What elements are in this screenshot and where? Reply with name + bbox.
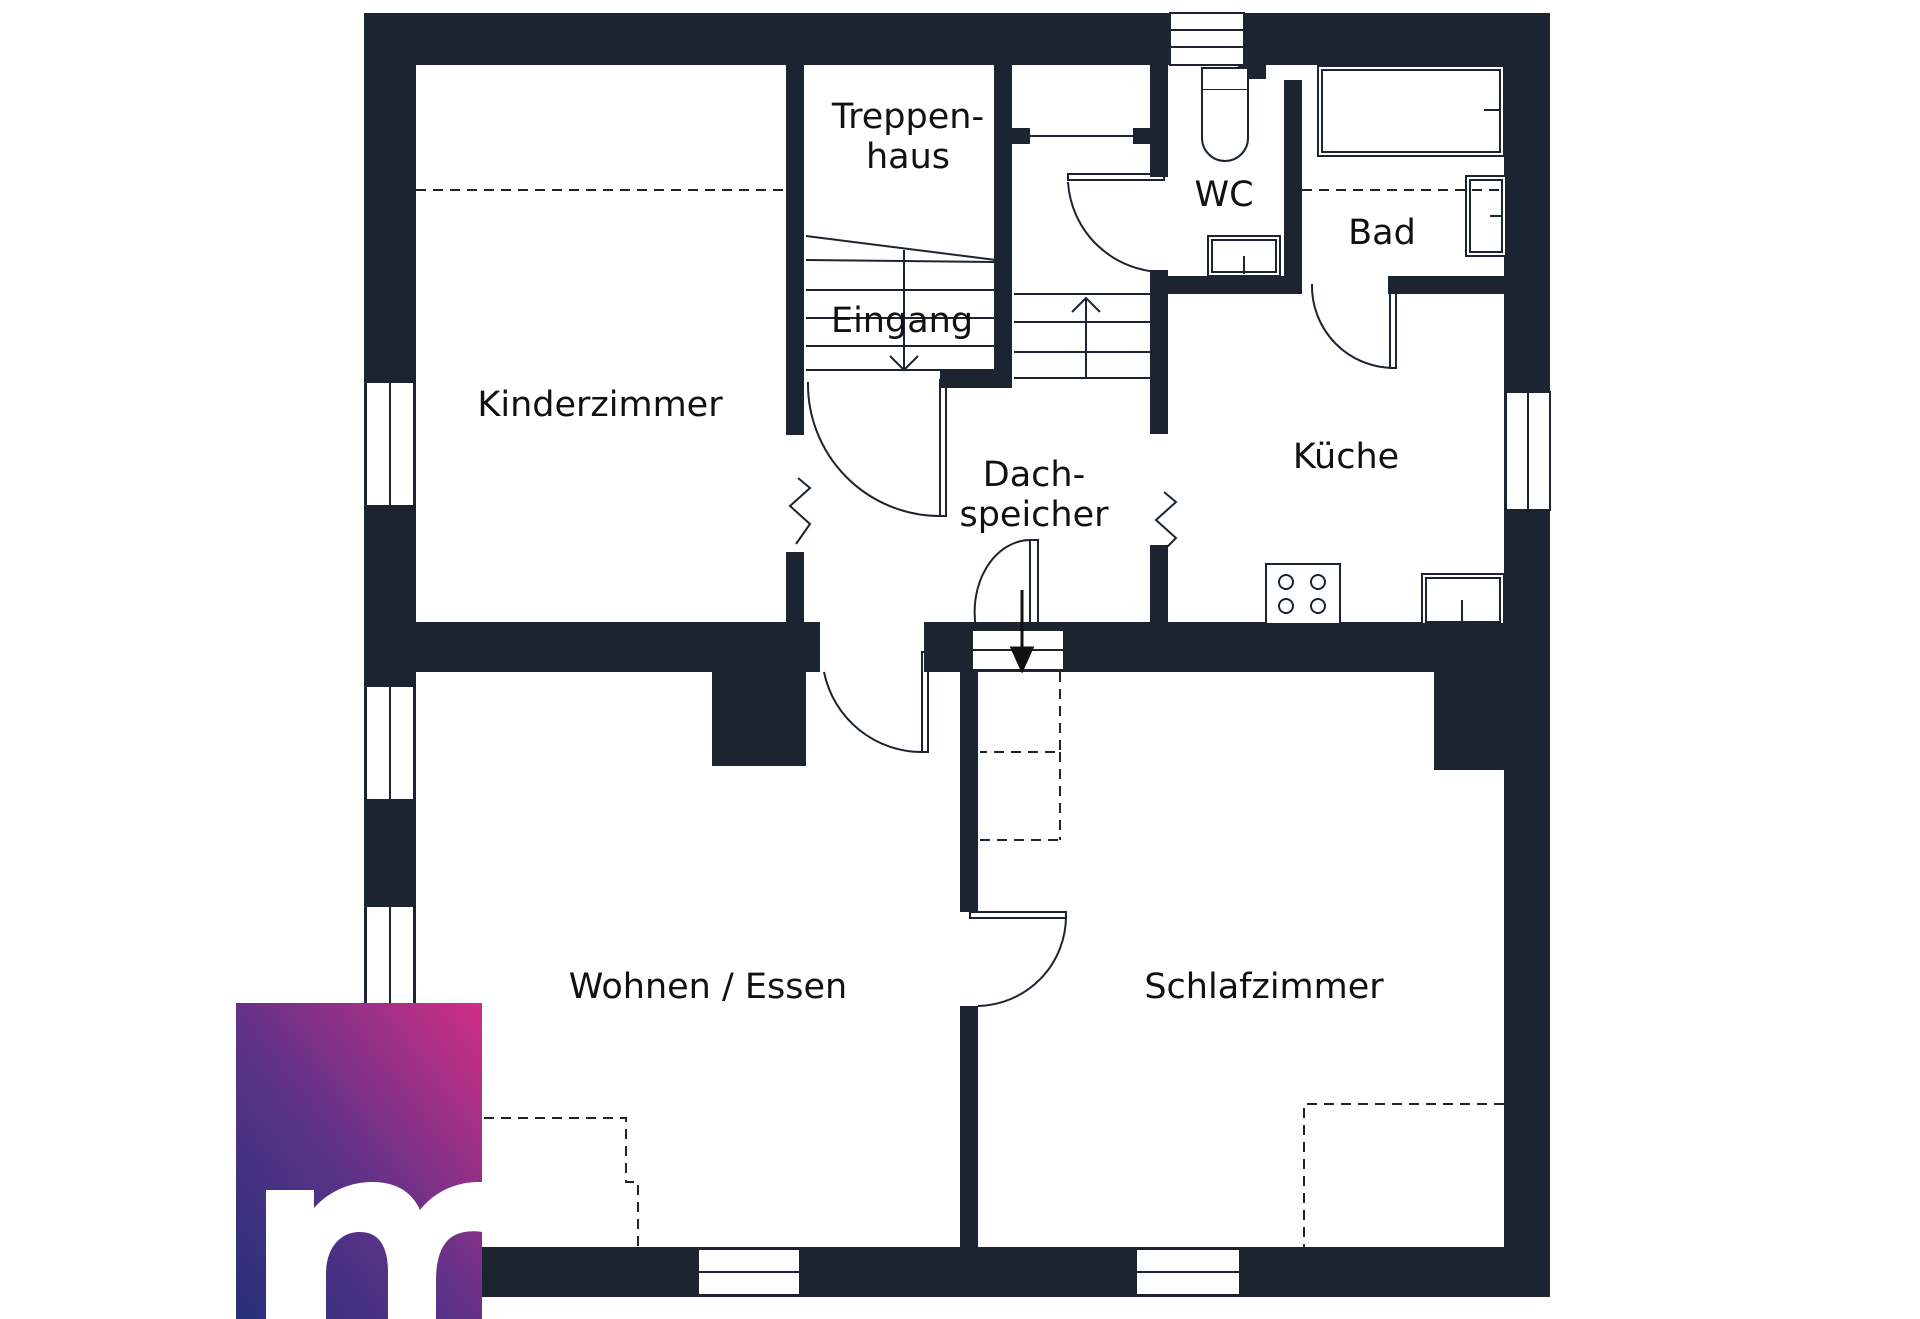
wall-corridor-wc-lower xyxy=(1150,270,1168,434)
stair-attic xyxy=(971,629,1065,671)
slope-attic-storage xyxy=(980,672,1061,753)
chimney-right xyxy=(1434,672,1504,770)
door-jamb-wc xyxy=(1010,128,1030,144)
door-bad xyxy=(1310,283,1397,369)
outer-wall-right xyxy=(1504,13,1550,1297)
bathtub-icon xyxy=(1317,65,1505,157)
window-wohnen-upper xyxy=(365,685,415,801)
wall-wohnen-schlafzimmer-lower xyxy=(960,1006,978,1248)
slope-lines xyxy=(416,189,1504,1248)
wall-kinderzimmer-right-upper xyxy=(786,65,804,435)
window-kueche xyxy=(1505,391,1551,511)
label-kinderzimmer: Kinderzimmer xyxy=(477,385,723,425)
logo-letter-m xyxy=(266,1182,482,1319)
label-eingang: Eingang xyxy=(831,301,973,341)
outer-wall-top-left xyxy=(364,13,1170,65)
door-eingang xyxy=(806,379,947,517)
label-wc: WC xyxy=(1194,175,1253,215)
stair-eingang xyxy=(805,235,997,372)
bad-sink-icon xyxy=(1465,175,1507,257)
wall-treppenhaus-right xyxy=(994,65,1012,387)
door-corridor-wc xyxy=(1067,173,1165,274)
window-wohnen-bottom xyxy=(697,1248,801,1296)
windows xyxy=(365,12,1551,1296)
wall-wc-bad xyxy=(1284,80,1302,280)
stair-corridor xyxy=(1014,293,1150,379)
brand-logo-icon xyxy=(236,1003,482,1319)
label-kueche: Küche xyxy=(1293,437,1399,477)
wall-wc-bottom xyxy=(1168,276,1302,294)
door-attic xyxy=(973,539,1039,629)
room-labels: Kinderzimmer Treppen- haus Eingang WC Ba… xyxy=(477,97,1415,1007)
outer-wall-bottom xyxy=(364,1247,1550,1297)
chimney-left xyxy=(712,672,806,766)
doors xyxy=(806,135,1397,1007)
window-kinderzimmer xyxy=(365,381,415,507)
label-dachspeicher-line1: Dach- xyxy=(983,455,1085,495)
wc-toilet-icon xyxy=(1201,67,1249,162)
wc-sink-icon xyxy=(1207,235,1281,277)
label-bad: Bad xyxy=(1348,213,1416,253)
door-wohnen xyxy=(823,651,929,754)
attic-access-arrow-icon xyxy=(1009,590,1035,674)
door-schlafzimmer xyxy=(969,911,1067,1007)
window-schlafzimmer-bottom xyxy=(1135,1248,1241,1296)
window-wohnen-lower xyxy=(365,905,415,1009)
slope-wohnen xyxy=(416,1117,639,1248)
wall-corridor-wc-upper xyxy=(1150,65,1168,177)
window-wc-top xyxy=(1169,12,1245,66)
outer-wall-top-right xyxy=(1244,13,1550,65)
label-dachspeicher-line2: speicher xyxy=(959,495,1109,535)
middle-wall-left xyxy=(416,622,820,672)
staircases xyxy=(805,235,1150,671)
label-treppenhaus-line2: haus xyxy=(866,137,950,177)
wall-wohnen-schlafzimmer-upper xyxy=(960,672,978,912)
wall-bad-bottom xyxy=(1388,276,1504,294)
fixtures xyxy=(1201,65,1507,625)
door-jamb-wc-2 xyxy=(1133,128,1153,144)
kitchen-sink-icon xyxy=(1421,573,1505,625)
wall-kueche-left-lower xyxy=(1150,545,1168,625)
stove-icon xyxy=(1265,563,1341,625)
label-treppenhaus-line1: Treppen- xyxy=(831,97,984,137)
slope-schlafzimmer xyxy=(1303,1103,1504,1248)
wall-kinderzimmer-right-lower xyxy=(786,552,804,624)
wall-stair-landing xyxy=(940,370,1012,388)
label-schlafzimmer: Schlafzimmer xyxy=(1144,967,1384,1007)
label-wohnen-essen: Wohnen / Essen xyxy=(569,967,847,1007)
wall-break-symbols xyxy=(788,477,1178,553)
walls xyxy=(364,13,1550,1297)
